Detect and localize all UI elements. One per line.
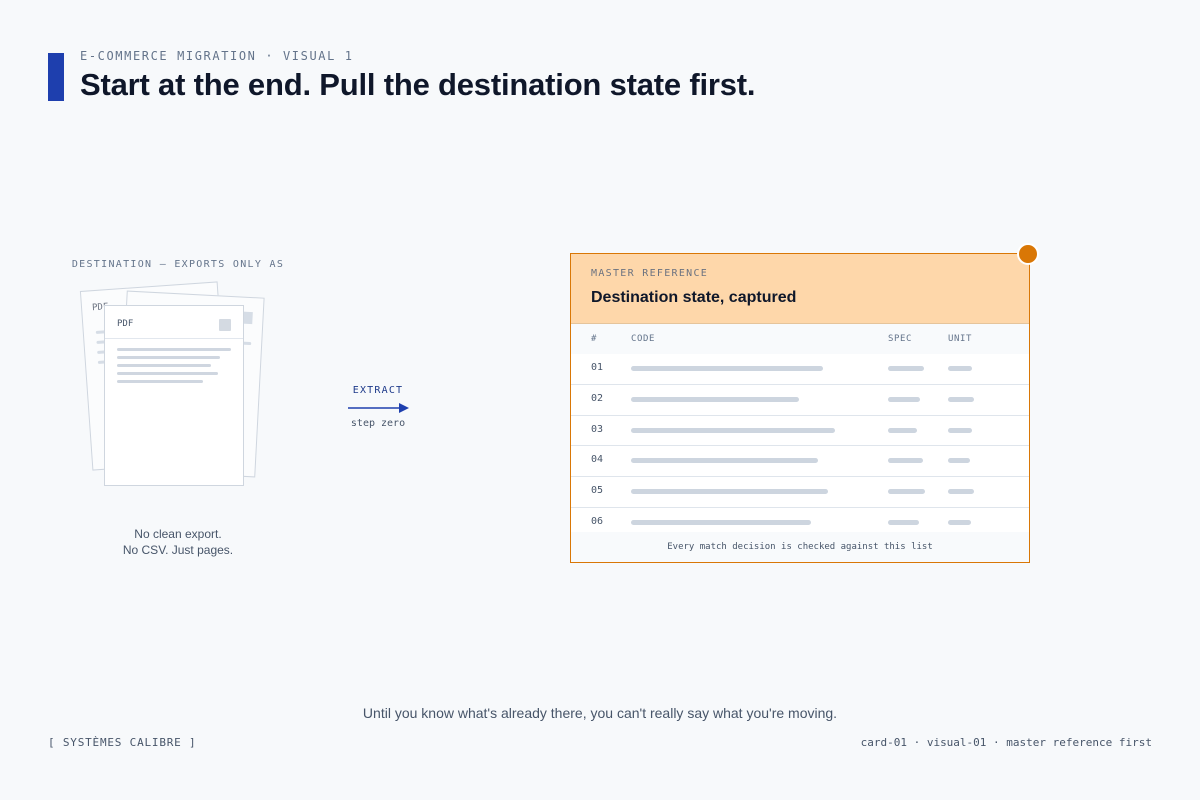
table-row: 05 xyxy=(571,477,1029,508)
text-line xyxy=(117,356,220,359)
divider xyxy=(105,338,243,339)
right-arrow-icon xyxy=(348,403,409,413)
text-line xyxy=(117,364,211,367)
table-row: 04 xyxy=(571,446,1029,478)
code-placeholder-bar xyxy=(631,366,823,371)
code-placeholder-bar xyxy=(631,458,818,464)
unit-placeholder-bar xyxy=(948,489,974,495)
accent-bar xyxy=(48,53,64,101)
row-number: 03 xyxy=(591,423,604,435)
column-header-code: CODE xyxy=(631,334,656,344)
card-kicker: MASTER REFERENCE xyxy=(591,268,709,279)
eyebrow: E-COMMERCE MIGRATION · VISUAL 1 xyxy=(80,49,354,63)
spec-placeholder-bar xyxy=(888,489,925,495)
spec-placeholder-bar xyxy=(888,458,923,464)
spec-placeholder-bar xyxy=(888,366,924,371)
unit-placeholder-bar xyxy=(948,396,974,402)
card-title: Destination state, captured xyxy=(591,289,797,306)
brand-label: [ SYSTÈMES CALIBRE ] xyxy=(48,736,197,749)
master-reference-card: MASTER REFERENCE Destination state, capt… xyxy=(570,253,1030,563)
caption-line: No CSV. Just pages. xyxy=(122,543,234,557)
pdf-badge-icon xyxy=(219,319,231,331)
row-number: 05 xyxy=(591,485,604,497)
table-row: 03 xyxy=(571,415,1029,447)
table-body: 01 02 03 04 05 xyxy=(571,354,1029,539)
destination-caption: No clean export. No CSV. Just pages. xyxy=(98,526,258,558)
unit-placeholder-bar xyxy=(948,458,970,464)
destination-label: DESTINATION — EXPORTS ONLY AS xyxy=(71,259,285,270)
row-number: 06 xyxy=(591,515,604,527)
table-header: # CODE SPEC UNIT xyxy=(571,324,1029,355)
text-line xyxy=(117,372,218,375)
page-title: Start at the end. Pull the destination s… xyxy=(80,67,756,102)
code-placeholder-bar xyxy=(631,396,799,402)
spec-placeholder-bar xyxy=(888,396,920,402)
spec-placeholder-bar xyxy=(888,519,919,525)
unit-placeholder-bar xyxy=(948,427,972,433)
status-dot xyxy=(1017,243,1039,265)
unit-placeholder-bar xyxy=(948,366,972,371)
table-row: 01 xyxy=(571,354,1029,385)
card-header: MASTER REFERENCE Destination state, capt… xyxy=(571,254,1029,324)
code-placeholder-bar xyxy=(631,489,828,495)
text-line xyxy=(117,380,203,383)
pdf-tag: PDF xyxy=(117,319,134,329)
card-footer-note: Every match decision is checked against … xyxy=(571,532,1029,562)
column-header-spec: SPEC xyxy=(888,334,913,344)
card-reference: card-01 · visual-01 · master reference f… xyxy=(860,736,1152,749)
arrow-sublabel: step zero xyxy=(350,418,406,429)
tagline: Until you know what's already there, you… xyxy=(362,705,838,721)
column-header-num: # xyxy=(591,334,598,344)
row-number: 02 xyxy=(591,392,604,404)
code-placeholder-bar xyxy=(631,519,811,525)
column-header-unit: UNIT xyxy=(948,334,973,344)
caption-line: No clean export. xyxy=(134,527,222,541)
table-row: 02 xyxy=(571,384,1029,416)
pdf-page-front: PDF xyxy=(104,305,244,486)
text-line xyxy=(117,348,231,351)
row-number: 04 xyxy=(591,454,604,466)
arrow-label: EXTRACT xyxy=(352,385,404,396)
spec-placeholder-bar xyxy=(888,427,917,433)
row-number: 01 xyxy=(591,362,604,373)
code-placeholder-bar xyxy=(631,427,835,433)
unit-placeholder-bar xyxy=(948,519,971,525)
